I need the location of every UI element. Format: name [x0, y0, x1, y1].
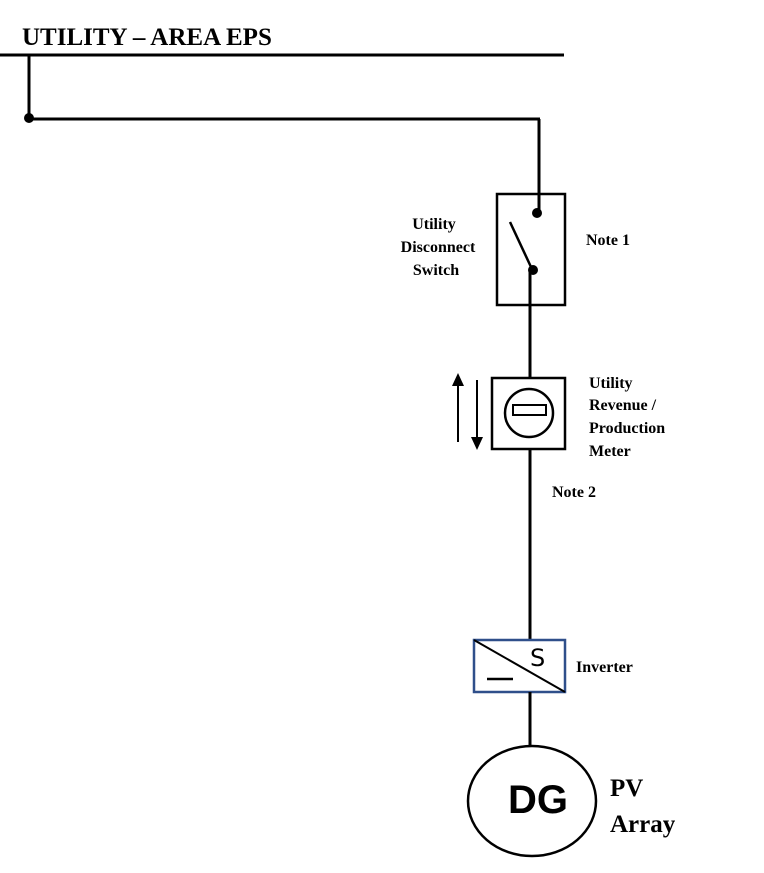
inverter-box	[472, 638, 567, 694]
switch-label-line-1: Utility	[412, 216, 456, 233]
switch-note: Note 1	[586, 232, 630, 249]
up-arrow-head-icon	[452, 373, 464, 386]
switch-blade	[508, 221, 533, 268]
meter-label-line-3: Production	[589, 420, 665, 437]
ac-symbol-icon: S	[530, 644, 545, 672]
inverter-label: Inverter	[576, 659, 633, 676]
meter-dial-icon	[503, 387, 555, 439]
generator-label-line-1: PV	[610, 775, 643, 802]
switch-label-line-3: Switch	[413, 262, 459, 279]
meter-label-line-1: Utility	[589, 375, 633, 392]
switch-label-line-2: Disconnect	[401, 239, 476, 256]
meter-register-slot	[512, 404, 547, 416]
down-arrow-head-icon	[471, 437, 483, 450]
meter-label-line-2: Revenue /	[589, 397, 657, 414]
generator-circle	[466, 744, 598, 858]
generator-symbol: DG	[508, 778, 568, 822]
meter-label-line-4: Meter	[589, 443, 631, 460]
inverter-diagonal	[473, 639, 566, 693]
switch-top-contact	[532, 208, 542, 218]
generator-label-line-2: Array	[610, 811, 676, 838]
diagram-title: UTILITY – AREA EPS	[22, 24, 272, 51]
meter-note: Note 2	[552, 484, 596, 501]
